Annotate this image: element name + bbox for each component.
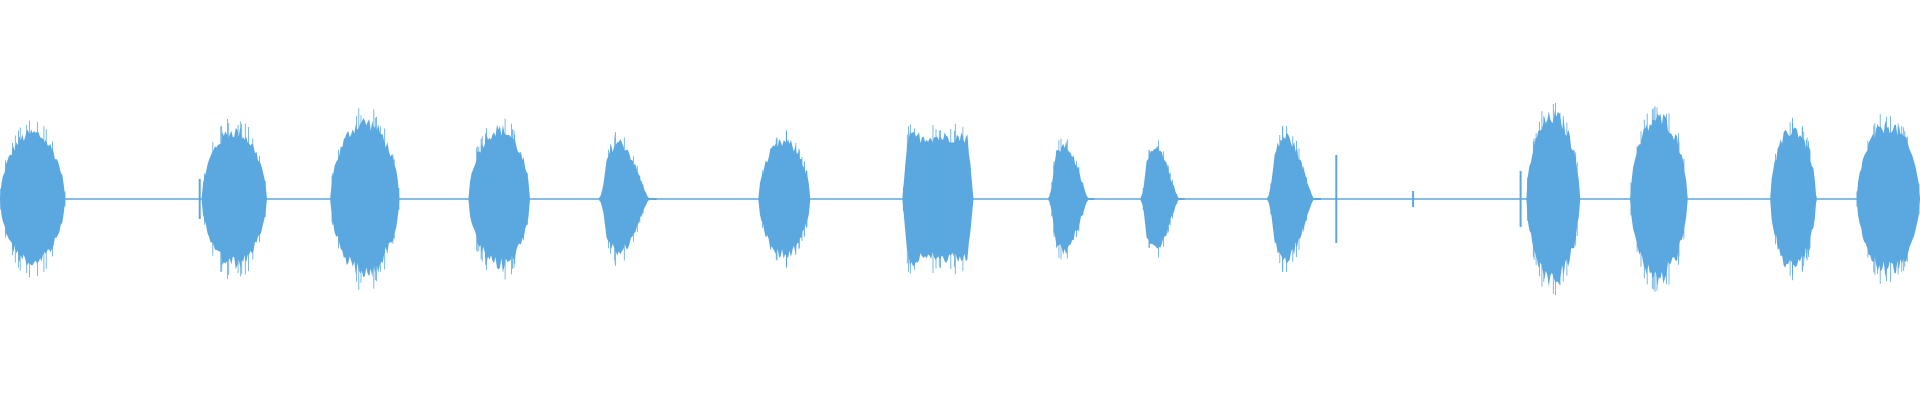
waveform-burst [0,129,66,267]
waveform-spikes [198,155,1522,243]
waveform-burst [1267,133,1321,264]
waveform-burst [1048,141,1095,255]
waveform-bursts [0,102,1920,296]
waveform-burst [468,124,530,273]
waveform-burst [758,139,811,259]
waveform-burst [1856,120,1920,278]
waveform-burst [201,127,267,270]
waveform-burst [599,139,657,256]
waveform-burst [1770,127,1817,268]
waveform-burst [330,118,400,278]
waveform-burst [1140,145,1185,249]
